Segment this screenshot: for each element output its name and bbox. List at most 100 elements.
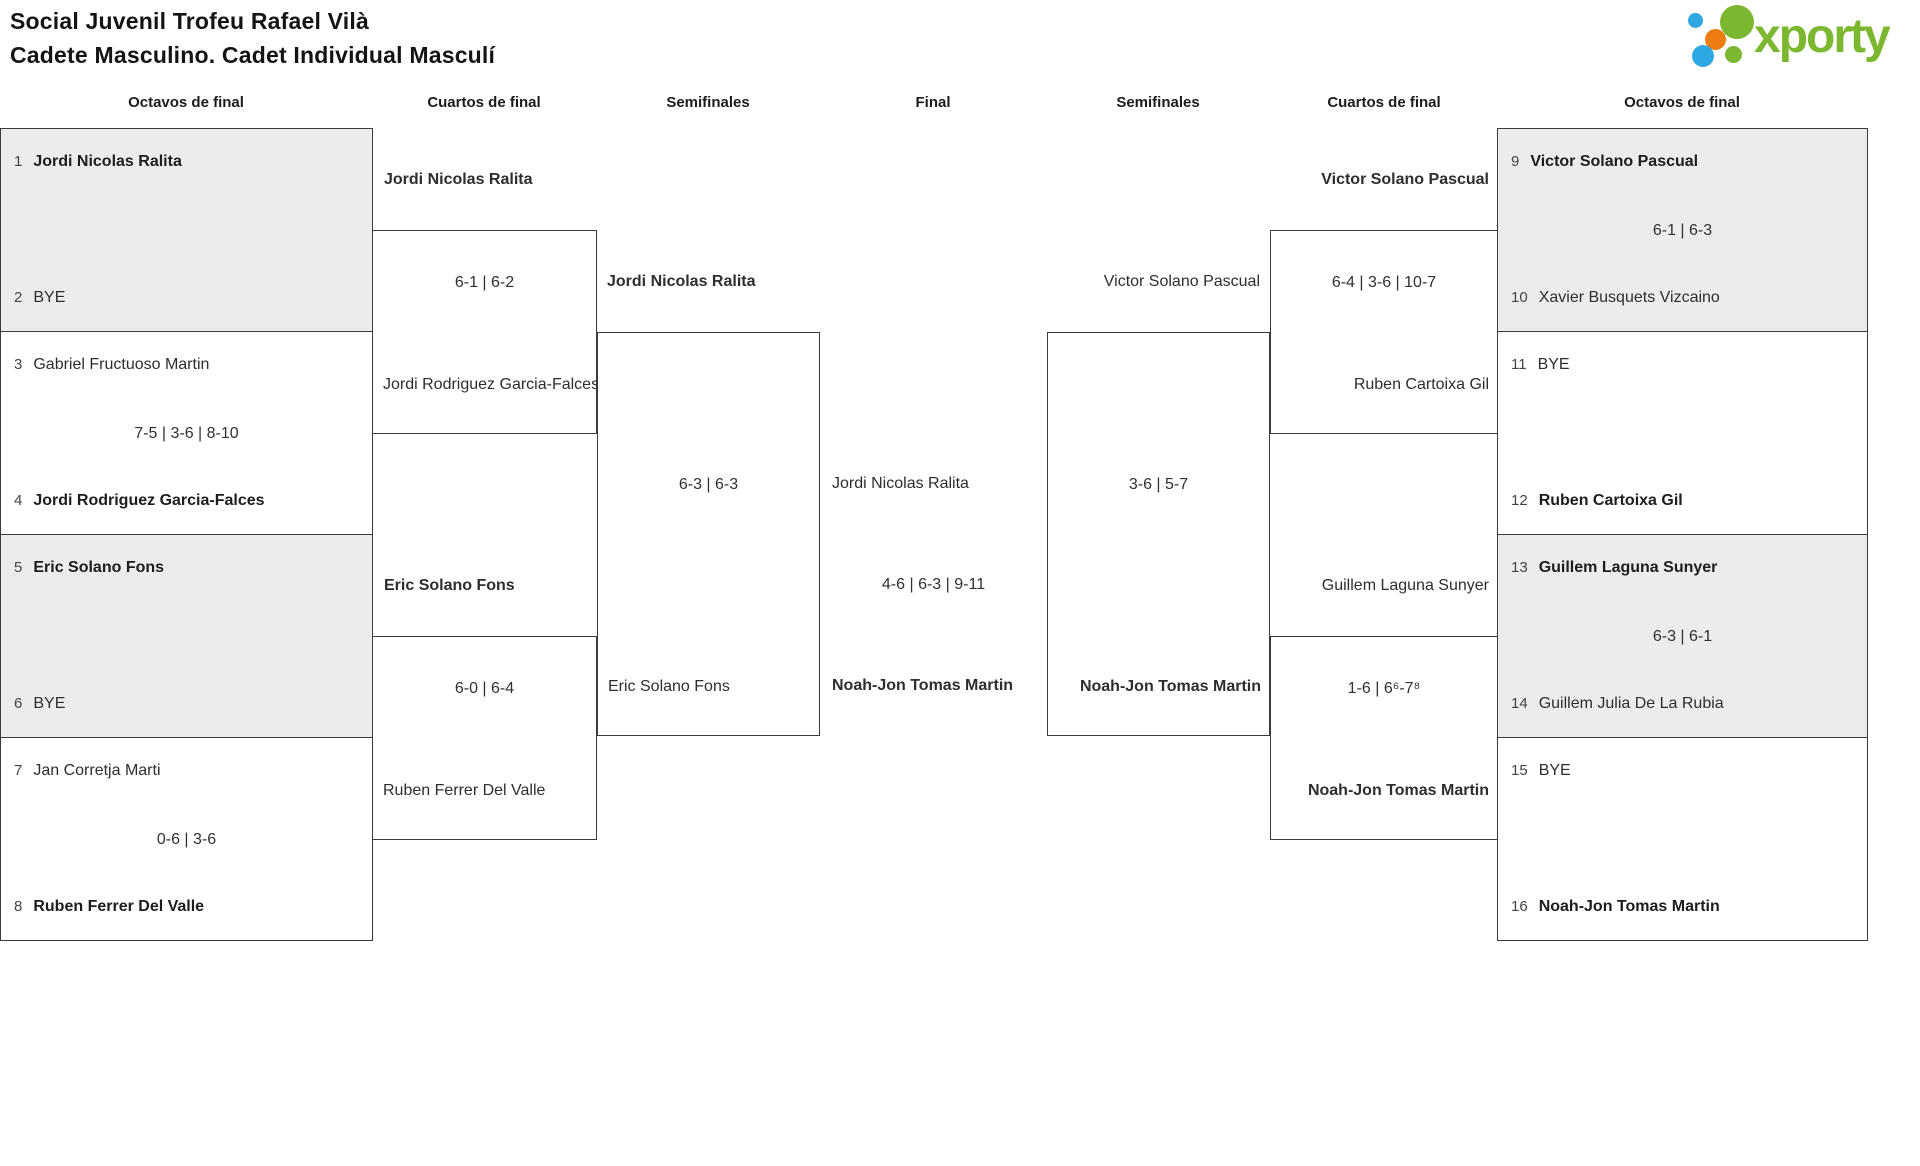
player-name: Guillem Julia De La Rubia (1538, 695, 1724, 712)
player-row: 1 Jordi Nicolas Ralita (14, 149, 367, 175)
player-name: Ruben Ferrer Del Valle (33, 898, 205, 915)
player-name: Ruben Cartoixa Gil (1538, 492, 1683, 509)
logo-dot-orange (1705, 29, 1726, 50)
qf-left-2-winner: Eric Solano Fons (384, 577, 515, 594)
match-score: 6-4 | 3-6 | 10-7 (1331, 274, 1437, 291)
qf-left-1-winner: Jordi Nicolas Ralita (384, 171, 533, 188)
seed-number: 16 (1511, 898, 1528, 915)
seed-number: 8 (14, 898, 23, 915)
player-name: Eric Solano Fons (608, 678, 730, 695)
match-r16-4: 7 Jan Corretja Marti 0-6 | 3-6 8 Ruben Fer… (0, 737, 373, 941)
match-qf-left-1: 6-1 | 6-2 Jordi Rodriguez Garcia-Falces (372, 230, 597, 434)
player-row: 12 Ruben Cartoixa Gil (1511, 488, 1862, 514)
player-name: Gabriel Fructuoso Martin (33, 356, 210, 373)
player-row: 16 Noah-Jon Tomas Martin (1511, 894, 1862, 920)
match-r16-1: 1 Jordi Nicolas Ralita 2 BYE (0, 128, 373, 332)
seed-number: 5 (14, 559, 23, 576)
tournament-name: Social Juvenil Trofeu Rafael Vilà (10, 8, 369, 34)
player-name: Xavier Busquets Vizcaino (1538, 289, 1720, 306)
player-name: Jan Corretja Marti (33, 762, 161, 779)
seed-number: 13 (1511, 559, 1528, 576)
final-player-top: Jordi Nicolas Ralita (832, 475, 969, 492)
player-row: 6 BYE (14, 691, 367, 717)
logo-wordmark: xporty (1754, 10, 1891, 63)
player-row: 9 Victor Solano Pascual (1511, 149, 1862, 175)
sf-right-player-top: Victor Solano Pascual (1103, 273, 1260, 290)
seed-number: 3 (14, 356, 23, 373)
round-header-octavos-left: Octavos de final (128, 94, 244, 111)
match-score: 6-0 | 6-4 (454, 680, 515, 697)
page-title: Social Juvenil Trofeu Rafael Vilà Cadete… (10, 4, 495, 72)
match-score: 0-6 | 3-6 (156, 831, 217, 848)
player-name: Noah-Jon Tomas Martin (1079, 678, 1261, 695)
qf-right-2-player-top: Guillem Laguna Sunyer (1321, 577, 1489, 594)
round-header-final: Final (915, 94, 951, 111)
player-row: 5 Eric Solano Fons (14, 555, 367, 581)
player-row: 14 Guillem Julia De La Rubia (1511, 691, 1862, 717)
match-r16-8: 15 BYE 16 Noah-Jon Tomas Martin (1497, 737, 1868, 941)
match-sf-left: 6-3 | 6-3 Eric Solano Fons (597, 332, 820, 736)
seed-number: 9 (1511, 153, 1520, 170)
player-name: Noah-Jon Tomas Martin (1307, 782, 1489, 799)
match-r16-2: 3 Gabriel Fructuoso Martin 7-5 | 3-6 | 8-… (0, 331, 373, 535)
player-name: Ruben Ferrer Del Valle (383, 782, 546, 799)
logo-dot-green-large (1720, 5, 1754, 39)
player-row: 7 Jan Corretja Marti (14, 758, 367, 784)
player-name: Ruben Cartoixa Gil (1353, 376, 1489, 393)
match-score: 6-1 | 6-2 (454, 274, 515, 291)
sf-left-winner: Jordi Nicolas Ralita (607, 273, 756, 290)
player-row: 10 Xavier Busquets Vizcaino (1511, 285, 1862, 311)
match-qf-right-1: 6-4 | 3-6 | 10-7 Ruben Cartoixa Gil (1270, 230, 1498, 434)
match-score: 1-6 | 6⁶-7⁸ (1347, 680, 1421, 697)
player-name: BYE (33, 289, 66, 306)
player-name: Victor Solano Pascual (1530, 153, 1699, 170)
player-name: BYE (33, 695, 66, 712)
match-qf-left-2: 6-0 | 6-4 Ruben Ferrer Del Valle (372, 636, 597, 840)
seed-number: 11 (1511, 356, 1527, 373)
round-header-cuartos-left: Cuartos de final (427, 94, 541, 111)
seed-number: 15 (1511, 762, 1528, 779)
match-score: 3-6 | 5-7 (1128, 476, 1189, 493)
player-row: 3 Gabriel Fructuoso Martin (14, 352, 367, 378)
logo-dot-green-small (1725, 46, 1742, 63)
category-name: Cadete Masculino. Cadet Individual Mascu… (10, 42, 496, 68)
player-name: Jordi Nicolas Ralita (33, 153, 182, 170)
match-score: 7-5 | 3-6 | 8-10 (134, 425, 239, 442)
seed-number: 4 (14, 492, 23, 509)
player-row: 4 Jordi Rodriguez Garcia-Falces (14, 488, 367, 514)
round-header-cuartos-right: Cuartos de final (1327, 94, 1441, 111)
seed-number: 2 (14, 289, 23, 306)
seed-number: 7 (14, 762, 23, 779)
player-name: Jordi Rodriguez Garcia-Falces (33, 492, 265, 509)
seed-number: 12 (1511, 492, 1528, 509)
player-name: Eric Solano Fons (33, 559, 165, 576)
round-header-octavos-right: Octavos de final (1624, 94, 1740, 111)
player-name: Noah-Jon Tomas Martin (1538, 898, 1720, 915)
match-score: 6-3 | 6-3 (678, 476, 739, 493)
player-name: Guillem Laguna Sunyer (1538, 559, 1718, 576)
match-score: 6-3 | 6-1 (1652, 628, 1713, 645)
match-qf-right-2: 1-6 | 6⁶-7⁸ Noah-Jon Tomas Martin (1270, 636, 1498, 840)
seed-number: 1 (14, 153, 23, 170)
player-name: BYE (1538, 762, 1571, 779)
player-row: 13 Guillem Laguna Sunyer (1511, 555, 1862, 581)
final-player-bottom: Noah-Jon Tomas Martin (832, 677, 1014, 694)
seed-number: 14 (1511, 695, 1528, 712)
match-r16-7: 13 Guillem Laguna Sunyer 6-3 | 6-1 14 Guil… (1497, 534, 1868, 738)
match-score: 6-1 | 6-3 (1652, 222, 1713, 239)
logo-dot-blue-small (1688, 13, 1703, 28)
player-row: 15 BYE (1511, 758, 1862, 784)
qf-right-1-winner: Victor Solano Pascual (1321, 171, 1489, 188)
seed-number: 10 (1511, 289, 1528, 306)
player-row: 2 BYE (14, 285, 367, 311)
player-row: 8 Ruben Ferrer Del Valle (14, 894, 367, 920)
final-score: 4-6 | 6-3 | 9-11 (881, 576, 986, 593)
match-r16-5: 9 Victor Solano Pascual 6-1 | 6-3 10 Xavie… (1497, 128, 1868, 332)
match-sf-right: 3-6 | 5-7 Noah-Jon Tomas Martin (1047, 332, 1270, 736)
xporty-logo[interactable]: xporty (1686, 4, 1910, 68)
logo-dot-blue-large (1692, 45, 1714, 67)
seed-number: 6 (14, 695, 23, 712)
